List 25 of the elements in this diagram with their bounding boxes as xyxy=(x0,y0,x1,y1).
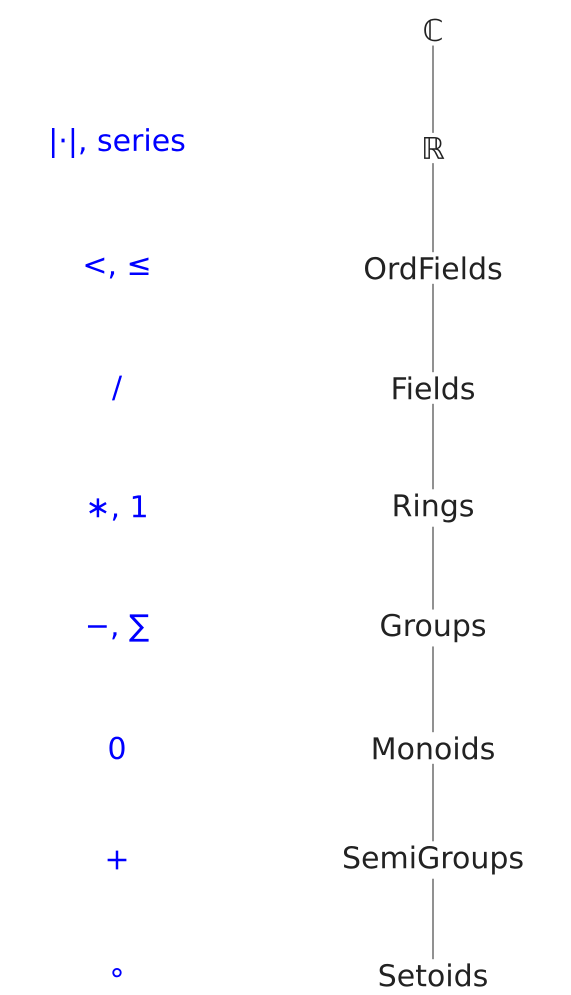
structure-label: Fields xyxy=(394,376,474,400)
structure-label: ℝ xyxy=(424,137,444,159)
structure-label: Rings xyxy=(394,494,473,523)
operation-label: <, ≤ xyxy=(86,258,148,278)
operation-label: 0 xyxy=(109,736,125,760)
structure-label: Setoids xyxy=(380,963,487,987)
structure-label: ℂ xyxy=(424,18,442,42)
operation-label: + xyxy=(108,850,126,870)
structure-label: SemiGroups xyxy=(344,846,523,875)
connector-line xyxy=(432,646,434,733)
connector-line xyxy=(432,45,434,134)
connector-line xyxy=(432,162,434,253)
operation-label: −, ∑ xyxy=(88,614,149,642)
operation-label: ∘ xyxy=(112,968,122,978)
connector-line xyxy=(432,878,434,960)
structure-label: Groups xyxy=(381,614,486,642)
operation-label: ∗, 1 xyxy=(89,495,146,521)
connector-line xyxy=(432,283,434,373)
structure-label: OrdFields xyxy=(365,256,502,280)
connector-line xyxy=(432,763,434,842)
structure-label: Monoids xyxy=(374,736,494,760)
operation-label: |·|, series xyxy=(52,128,184,158)
connector-line xyxy=(432,403,434,490)
operation-label: / xyxy=(112,376,122,400)
connector-line xyxy=(432,526,434,610)
